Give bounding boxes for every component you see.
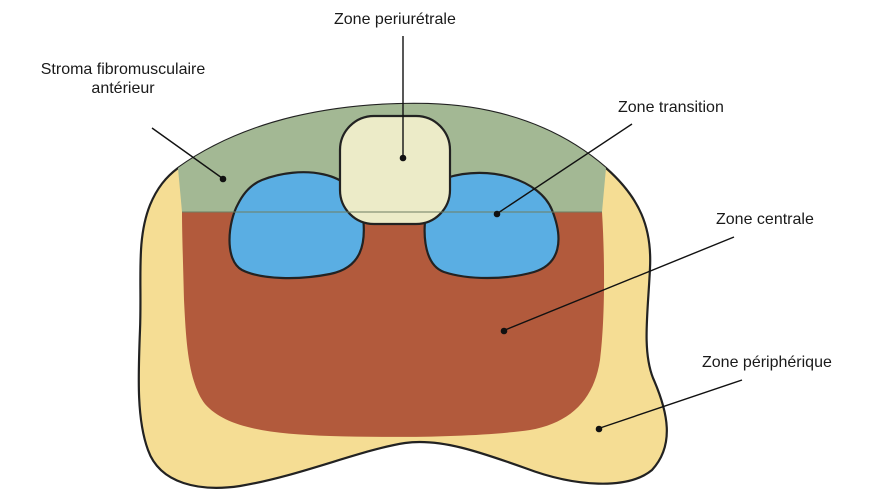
periurethral-zone-shape (340, 116, 450, 224)
periurethral-leader-dot (400, 155, 407, 162)
label-transition-zone: Zone transition (618, 98, 724, 117)
label-anterior-fibromuscular-stroma: Stroma fibromusculaire antérieur (10, 60, 236, 98)
transition-leader-dot (494, 211, 501, 218)
stroma-leader-dot (220, 176, 227, 183)
peripheral-leader-dot (596, 426, 603, 433)
label-stroma-line-2: antérieur (10, 79, 236, 98)
label-peripheral-zone: Zone périphérique (702, 353, 832, 372)
label-stroma-line-1: Stroma fibromusculaire (10, 60, 236, 79)
label-periurethral-zone: Zone periurétrale (334, 10, 456, 29)
central-leader-dot (501, 328, 508, 335)
label-central-zone: Zone centrale (716, 210, 814, 229)
